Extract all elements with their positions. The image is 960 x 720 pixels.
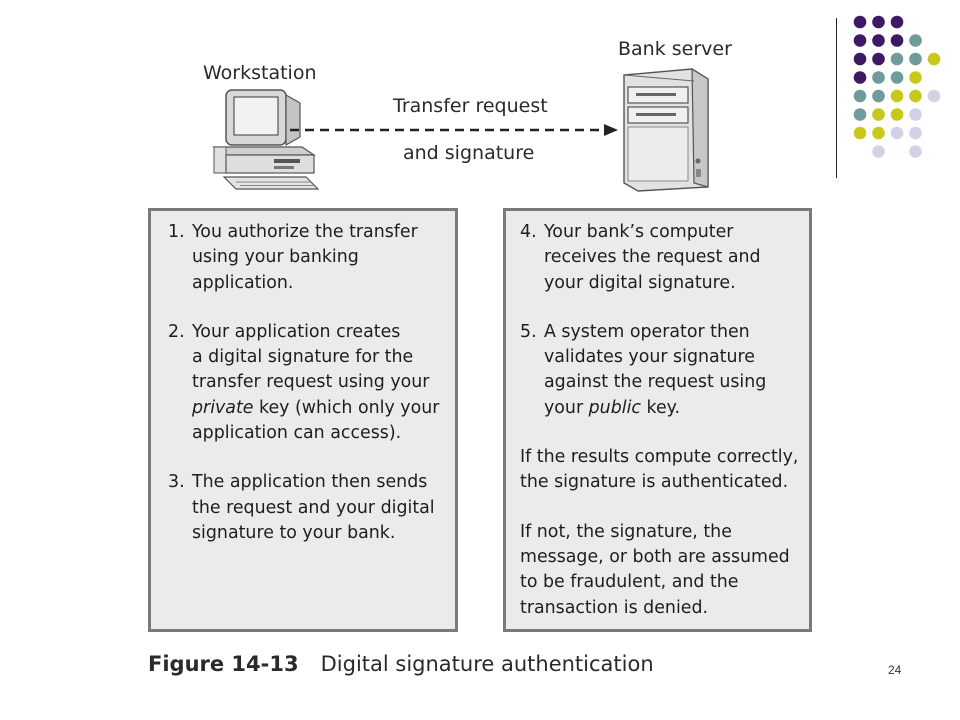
workstation-computer-icon	[212, 89, 320, 190]
decorative-dot	[890, 34, 904, 47]
decorative-dot	[853, 108, 867, 121]
decorative-dot-grid	[853, 15, 941, 158]
decorative-dot	[853, 126, 867, 140]
decorative-dot	[853, 15, 867, 29]
decorative-vertical-line	[836, 18, 837, 178]
figure-number: Figure 14-13	[148, 652, 299, 676]
arrow-label-bottom: and signature	[403, 142, 535, 164]
workstation-label: Workstation	[203, 62, 317, 84]
decorative-dot	[853, 89, 867, 103]
decorative-dot	[890, 71, 904, 84]
decorative-dot	[890, 108, 904, 121]
decorative-dot	[909, 71, 922, 84]
step-4: 4. Your bank’s computer receives the req…	[520, 222, 761, 293]
decorative-dot	[909, 89, 922, 103]
step-5: 5. A system operator then validates your…	[520, 321, 767, 418]
figure-title: Digital signature authentication	[320, 652, 654, 676]
decorative-dot	[872, 34, 885, 47]
decorative-dot	[890, 126, 904, 140]
bank-steps-box: 4. Your bank’s computer receives the req…	[503, 208, 812, 632]
decorative-dot	[872, 15, 885, 29]
authenticated-paragraph: If the results compute correctly, the si…	[520, 447, 799, 493]
transfer-arrow	[290, 124, 618, 136]
bank-server-icon	[623, 67, 709, 192]
decorative-dot	[890, 52, 904, 66]
decorative-dot	[909, 145, 922, 158]
decorative-dot	[872, 71, 885, 84]
decorative-dot	[890, 89, 904, 103]
decorative-dot	[909, 52, 922, 66]
decorative-dot	[872, 108, 885, 121]
decorative-dot	[872, 126, 885, 140]
figure-caption: Figure 14-13 Digital signature authentica…	[148, 652, 654, 676]
decorative-dot	[872, 145, 885, 158]
decorative-dot	[853, 34, 867, 47]
decorative-dot	[909, 126, 922, 140]
workstation-steps-box: 1. You authorize the transfer using your…	[148, 208, 458, 632]
denied-paragraph: If not, the signature, the message, or b…	[520, 521, 790, 618]
decorative-dot	[890, 15, 904, 29]
decorative-dot	[872, 52, 885, 66]
decorative-dot	[927, 52, 941, 66]
decorative-dot	[927, 89, 941, 103]
bank-server-label: Bank server	[618, 38, 732, 60]
decorative-dot	[853, 71, 867, 84]
arrow-label-top: Transfer request	[393, 95, 548, 117]
decorative-dot	[909, 34, 922, 47]
decorative-dot	[853, 52, 867, 66]
decorative-dot	[909, 108, 922, 121]
decorative-dot	[872, 89, 885, 103]
step-2: 2. Your application creates a digital si…	[168, 321, 440, 444]
page-number: 24	[888, 663, 902, 677]
step-1: 1. You authorize the transfer using your…	[168, 222, 418, 293]
step-3: 3. The application then sends the reques…	[168, 472, 435, 543]
